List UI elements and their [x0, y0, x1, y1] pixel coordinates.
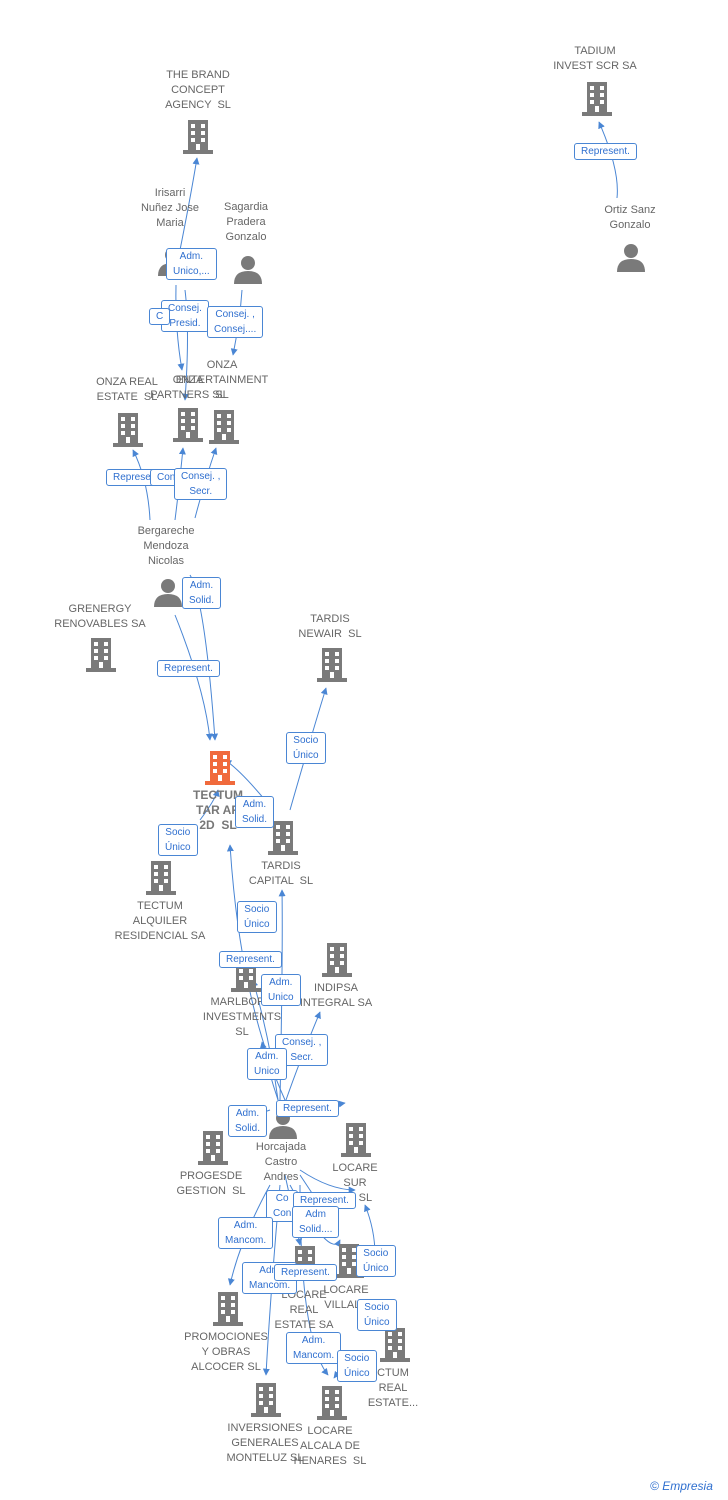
- node-label-indipsa[interactable]: INDIPSA INTEGRAL SA: [299, 982, 373, 1009]
- relation-badge-adm[interactable]: Adm. Unico,...: [166, 248, 217, 280]
- edge-irisarri-to-brand: [179, 157, 200, 251]
- edge-horcajada-to-locare_sur: [299, 1169, 356, 1194]
- node-label-tardis_c[interactable]: TARDIS CAPITAL SL: [248, 860, 314, 887]
- building-icon-inversiones[interactable]: [251, 1383, 281, 1417]
- relation-badge-adm[interactable]: Adm. Mancom.: [218, 1217, 274, 1249]
- relation-badge-socio[interactable]: Socio Único: [237, 901, 277, 933]
- node-label-horcajada[interactable]: Horcajada Castro Andres: [255, 1141, 307, 1183]
- relation-badge-adm[interactable]: Adm. Unico: [247, 1048, 287, 1080]
- node-label-onza_e[interactable]: ONZA ENTERTAINMENT SL: [175, 359, 269, 401]
- relation-badge-socio[interactable]: Socio Único: [286, 732, 326, 764]
- relation-badge-adm[interactable]: Adm. Solid.: [182, 577, 222, 609]
- node-label-irisarri[interactable]: Irisarri Nuñez Jose Maria: [140, 187, 200, 229]
- building-icon-tectum_alq[interactable]: [146, 861, 176, 895]
- building-icon-brand[interactable]: [183, 120, 213, 154]
- relation-badge-adm[interactable]: Adm. Solid.: [228, 1105, 268, 1137]
- node-label-locare_v[interactable]: LOCARE VILLALB: [323, 1284, 369, 1311]
- relation-badge-consej[interactable]: Consej. , Secr.: [174, 468, 228, 500]
- node-label-sagardia[interactable]: Sagardia Pradera Gonzalo: [223, 201, 269, 243]
- building-icon-tectum_main[interactable]: [205, 751, 235, 785]
- node-label-tardis_n[interactable]: TARDIS NEWAIR SL: [298, 613, 362, 640]
- node-label-locare_alc[interactable]: LOCARE ALCALA DE HENARES SL: [293, 1425, 367, 1467]
- building-icon-onza_p[interactable]: [173, 408, 203, 442]
- building-icon-locare_sur[interactable]: [341, 1123, 371, 1157]
- person-icon-ortiz[interactable]: [617, 244, 645, 272]
- node-label-ortiz[interactable]: Ortiz Sanz Gonzalo: [604, 204, 656, 231]
- relation-badge-represent[interactable]: Represent.: [157, 660, 220, 677]
- relation-badge-socio[interactable]: Socio Único: [158, 824, 198, 856]
- node-label-onza_p[interactable]: ONZA PARTNERS SL: [150, 374, 226, 401]
- building-icon-tadium[interactable]: [582, 82, 612, 116]
- copyright-mark: © Empresia: [650, 1479, 713, 1493]
- edge-irisarri-to-onza_p: [181, 289, 189, 401]
- relation-badge-adm[interactable]: Adm Mancom.: [242, 1262, 298, 1294]
- relation-badge-represent[interactable]: Represent.: [574, 143, 637, 160]
- relation-badge-represent[interactable]: Represent.: [219, 951, 282, 968]
- building-icon-indipsa[interactable]: [322, 943, 352, 977]
- node-label-marlboro[interactable]: MARLBORO INVESTMENTS SL: [202, 996, 282, 1038]
- edge-bergareche-to-tectum_main: [174, 614, 213, 741]
- edge-tectum_main-to-tectum_alq: [199, 789, 220, 821]
- node-layer: [86, 82, 645, 1420]
- relation-badge-socio[interactable]: Socio Único: [357, 1299, 397, 1331]
- relation-badge-socio[interactable]: Socio Único: [356, 1245, 396, 1277]
- relation-badge-adm[interactable]: Adm. Mancom.: [286, 1332, 342, 1364]
- edge-horcajada-to-marlboro: [251, 979, 279, 1101]
- relation-badge-adm[interactable]: Adm Solid....: [292, 1206, 340, 1238]
- relation-badge-represent[interactable]: Represent.: [276, 1100, 339, 1117]
- relation-badge-adm[interactable]: Adm. Solid.: [235, 796, 275, 828]
- node-label-grenergy[interactable]: GRENERGY RENOVABLES SA: [54, 603, 146, 630]
- building-icon-onza_re[interactable]: [113, 413, 143, 447]
- person-icon-sagardia[interactable]: [234, 256, 262, 284]
- node-label-bergareche[interactable]: Bergareche Mendoza Nicolas: [137, 525, 195, 567]
- node-label-onza_re[interactable]: ONZA REAL ESTATE SL: [96, 376, 158, 403]
- building-icon-locare_alc[interactable]: [317, 1386, 347, 1420]
- node-label-tectum_alq[interactable]: TECTUM ALQUILER RESIDENCIAL SA: [114, 900, 206, 942]
- building-icon-progesde[interactable]: [198, 1131, 228, 1165]
- relation-badge-adm[interactable]: Adm. Unico: [261, 974, 301, 1006]
- person-icon-bergareche[interactable]: [154, 579, 182, 607]
- node-label-progesde[interactable]: PROGESDE GESTION SL: [176, 1170, 246, 1197]
- empresia-logo[interactable]: Empresia: [662, 1479, 713, 1493]
- building-icon-onza_e[interactable]: [209, 410, 239, 444]
- node-label-promociones[interactable]: PROMOCIONES Y OBRAS ALCOCER SL: [184, 1331, 268, 1373]
- relation-badge-represent[interactable]: Represent.: [274, 1264, 337, 1281]
- node-label-tectum_re[interactable]: CTUM REAL ESTATE...: [367, 1367, 419, 1409]
- edge-ortiz-to-tadium: [598, 121, 618, 199]
- building-icon-tectum_re[interactable]: [380, 1328, 410, 1362]
- relation-badge-consej[interactable]: Consej. , Secr.: [275, 1034, 329, 1066]
- relation-badge-consej[interactable]: Consej. , Consej....: [207, 306, 264, 338]
- node-label-brand[interactable]: THE BRAND CONCEPT AGENCY SL: [165, 69, 231, 111]
- copyright-symbol: ©: [650, 1479, 659, 1493]
- node-label-inversiones[interactable]: INVERSIONES GENERALES MONTELUZ SL: [226, 1422, 304, 1464]
- building-icon-tardis_n[interactable]: [317, 648, 347, 682]
- relation-badge-socio[interactable]: Socio Único: [337, 1350, 377, 1382]
- building-icon-grenergy[interactable]: [86, 638, 116, 672]
- node-label-tadium[interactable]: TADIUM INVEST SCR SA: [553, 45, 637, 72]
- building-icon-promociones[interactable]: [213, 1292, 243, 1326]
- relation-badge-c[interactable]: C: [149, 308, 171, 325]
